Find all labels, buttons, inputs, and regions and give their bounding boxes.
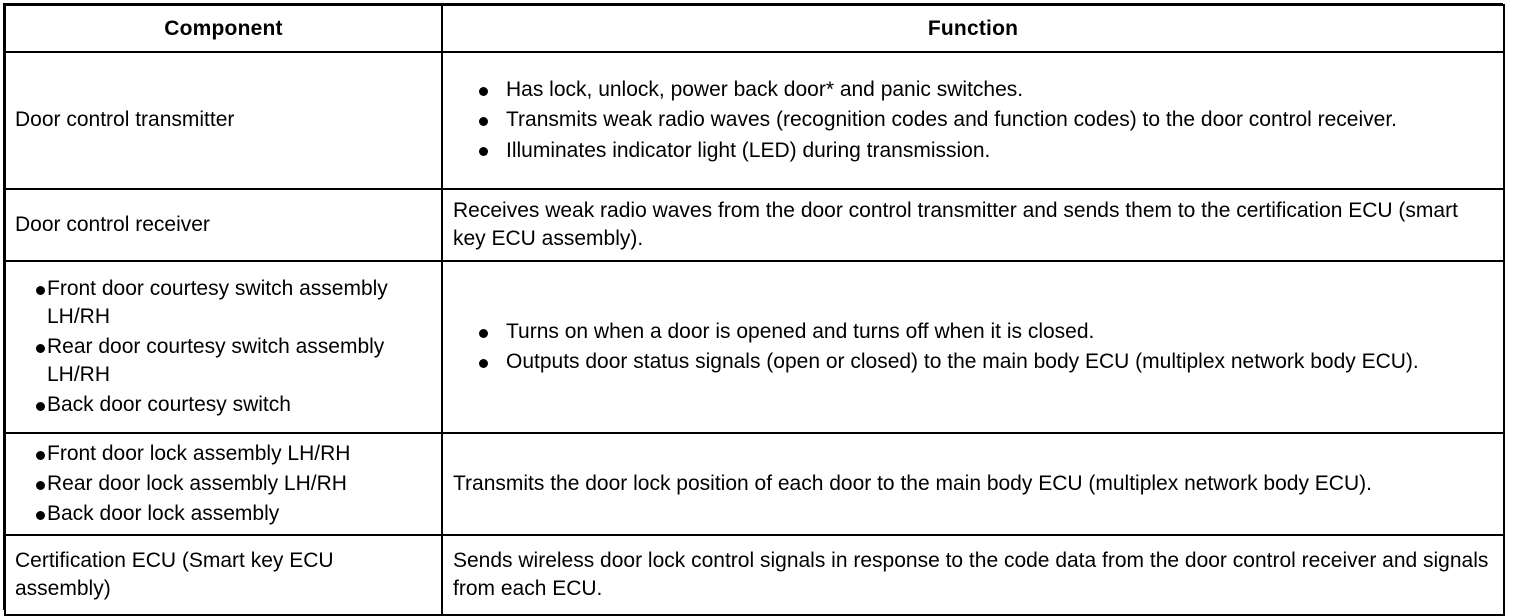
table-header-row: Component Function <box>4 4 1505 53</box>
function-cell: Transmits the door lock position of each… <box>441 431 1505 537</box>
list-item: Front door courtesy switch assembly LH/R… <box>15 275 433 331</box>
list-item-text: Rear door courtesy switch assembly LH/RH <box>47 334 385 387</box>
list-item-text: Transmits weak radio waves (recognition … <box>506 108 1398 132</box>
bullet-dot-icon <box>479 358 488 368</box>
list-item: Illuminates indicator light (LED) during… <box>453 137 1495 165</box>
bullet-dot-icon <box>36 450 45 460</box>
list-item: Front door lock assembly LH/RH <box>15 440 433 468</box>
component-label: Door control receiver <box>15 212 210 236</box>
function-bullet-list: Has lock, unlock, power back door* and p… <box>453 76 1495 164</box>
column-header-component: Component <box>4 4 443 53</box>
function-cell: Sends wireless door lock control signals… <box>441 534 1505 616</box>
bullet-dot-icon <box>36 511 45 521</box>
list-item-text: Front door courtesy switch assembly LH/R… <box>47 276 388 328</box>
bullet-dot-icon <box>36 481 45 491</box>
list-item: Back door courtesy switch <box>15 391 433 419</box>
function-cell-content: Sends wireless door lock control signals… <box>443 541 1503 609</box>
bullet-dot-icon <box>479 328 488 338</box>
function-text: Receives weak radio waves from the door … <box>453 198 1458 250</box>
function-text: Transmits the door lock position of each… <box>453 472 1372 496</box>
list-item: Turns on when a door is opened and turns… <box>453 318 1495 346</box>
table-row: Front door courtesy switch assembly LH/R… <box>4 260 1505 434</box>
component-label: Certification ECU (Smart key ECU assembl… <box>15 549 334 601</box>
list-item: Outputs door status signals (open or clo… <box>453 348 1495 376</box>
list-item-text: Has lock, unlock, power back door* and p… <box>506 78 1024 102</box>
function-cell: Turns on when a door is opened and turns… <box>441 260 1505 434</box>
component-bullet-list: Front door courtesy switch assembly LH/R… <box>15 275 433 420</box>
column-header-function: Function <box>441 4 1505 53</box>
component-cell: Front door lock assembly LH/RH Rear door… <box>4 431 443 537</box>
component-cell: Door control transmitter <box>4 51 443 190</box>
component-cell-content: Front door lock assembly LH/RH Rear door… <box>6 434 441 534</box>
component-cell: Door control receiver <box>4 188 443 262</box>
list-item: Has lock, unlock, power back door* and p… <box>453 76 1495 104</box>
list-item-text: Back door courtesy switch <box>47 393 291 417</box>
list-item: Rear door courtesy switch assembly LH/RH <box>15 333 433 389</box>
component-cell: Certification ECU (Smart key ECU assembl… <box>4 534 443 616</box>
component-cell-content: Certification ECU (Smart key ECU assembl… <box>6 541 441 609</box>
list-item: Transmits weak radio waves (recognition … <box>453 106 1495 134</box>
list-item: Back door lock assembly <box>15 500 433 528</box>
function-cell: Has lock, unlock, power back door* and p… <box>441 51 1505 190</box>
list-item-text: Illuminates indicator light (LED) during… <box>506 138 991 162</box>
function-cell-content: Has lock, unlock, power back door* and p… <box>443 70 1503 170</box>
function-cell: Receives weak radio waves from the door … <box>441 188 1505 262</box>
component-cell: Front door courtesy switch assembly LH/R… <box>4 260 443 434</box>
function-cell-content: Transmits the door lock position of each… <box>443 464 1503 504</box>
function-text: Sends wireless door lock control signals… <box>453 549 1489 601</box>
list-item-text: Outputs door status signals (open or clo… <box>506 350 1419 373</box>
bullet-dot-icon <box>36 285 45 295</box>
bullet-dot-icon <box>36 343 45 353</box>
bullet-dot-icon <box>479 87 488 97</box>
table-row: Certification ECU (Smart key ECU assembl… <box>4 534 1505 616</box>
list-item-text: Turns on when a door is opened and turns… <box>506 319 1095 343</box>
list-item: Rear door lock assembly LH/RH <box>15 470 433 498</box>
component-function-table: Component Function Door control transmit… <box>4 4 1505 616</box>
table-row: Front door lock assembly LH/RH Rear door… <box>4 431 1505 537</box>
table-row: Door control transmitter Has lock, unloc… <box>4 51 1505 190</box>
component-label: Door control transmitter <box>15 108 235 132</box>
list-item-text: Back door lock assembly <box>47 502 280 526</box>
component-cell-content: Door control receiver <box>6 205 441 245</box>
function-bullet-list: Turns on when a door is opened and turns… <box>453 318 1495 376</box>
function-cell-content: Receives weak radio waves from the door … <box>443 191 1503 259</box>
table-row: Door control receiver Receives weak radi… <box>4 188 1505 262</box>
list-item-text: Front door lock assembly LH/RH <box>47 442 351 465</box>
bullet-dot-icon <box>36 402 45 412</box>
bullet-dot-icon <box>479 117 488 127</box>
list-item-text: Rear door lock assembly LH/RH <box>47 472 347 496</box>
component-cell-content: Front door courtesy switch assembly LH/R… <box>6 269 441 426</box>
bullet-dot-icon <box>479 147 488 157</box>
function-cell-content: Turns on when a door is opened and turns… <box>443 312 1503 382</box>
component-cell-content: Door control transmitter <box>6 100 441 140</box>
component-bullet-list: Front door lock assembly LH/RH Rear door… <box>15 440 433 528</box>
